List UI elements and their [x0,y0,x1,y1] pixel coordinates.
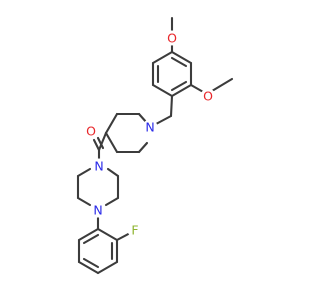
atom-label-f-fluoro: F [131,223,138,238]
bond-ring-b-6 [77,227,100,242]
bond-carbonyl-double-1 [92,138,101,152]
bond-piperidine-6 [137,141,149,154]
bond-piperazine-1 [106,167,120,178]
atom-n-piperidine: N [142,119,158,135]
bond-methyl-right [210,77,234,93]
atom-label-o-carbonyl: O [86,124,96,139]
atom-label-o-methoxy-right: O [203,89,213,104]
atom-label-n-piperazine-top: N [94,159,103,174]
bond-piperidine-3 [104,112,119,135]
atom-o-methoxy-right: O [200,88,216,104]
bond-ring-b-3 [96,260,119,275]
atom-n-piperazine-bottom: N [90,202,106,218]
atom-label-o-methoxy-top: O [167,31,177,46]
molecule-structure: O O N O N N F [76,16,234,275]
atom-f-fluoro: F [127,222,143,238]
bond-piperazine-3 [104,196,120,207]
atom-o-carbonyl: O [83,123,99,139]
bond-ring-a-1 [170,50,193,65]
atom-label-n-piperazine-bottom: N [93,203,102,218]
bond-benzyl-2 [154,114,173,126]
bond-carbonyl-double-2 [96,136,105,150]
bond-ring-a-inner-1 [170,56,188,68]
bond-ring-b-inner-3 [82,233,100,245]
atom-n-piperazine-top: N [91,158,107,174]
bond-ring-b-4 [77,260,100,275]
bond-ring-a-3 [170,83,193,98]
bond-ring-a-4 [151,83,174,98]
bond-ring-b-1 [96,227,119,242]
bond-ring-b-inner-2 [82,257,100,269]
bond-ring-a-6 [151,50,174,65]
bond-piperidine-4 [104,131,119,154]
bond-piperazine-6 [76,167,92,178]
bond-benzyl-1 [169,94,174,118]
bond-ring-a-inner-2 [170,80,188,92]
bond-piperidine-to-carbonyl [97,131,108,152]
atom-o-methoxy-top: O [164,30,180,46]
bond-piperazine-4 [76,196,92,207]
atom-label-n-piperidine: N [145,120,154,135]
